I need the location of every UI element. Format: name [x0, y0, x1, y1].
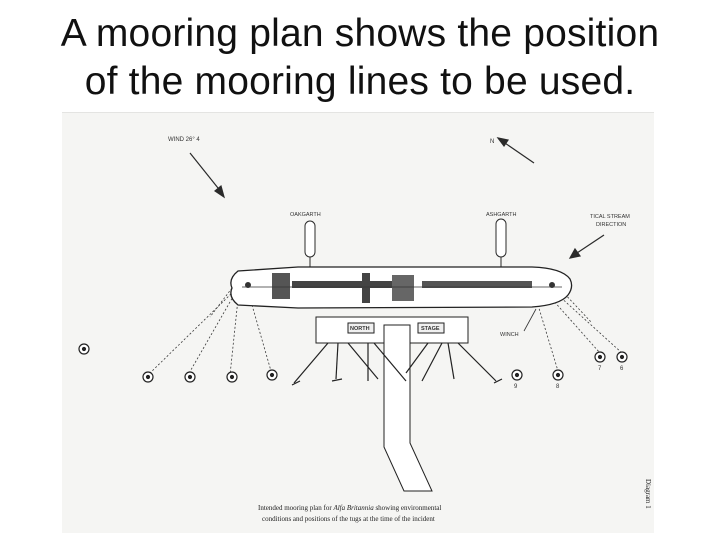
tug-ashgarth [495, 218, 507, 269]
wind-label: WIND 26° 4 [168, 137, 200, 143]
buoy-label-8: 8 [556, 384, 560, 390]
mooring-plan-diagram: WIND 26° 4 N TICAL STREAM DIRECTION OAKG… [62, 112, 654, 533]
buoy-label-7: 7 [598, 366, 602, 372]
title-line-1: A mooring plan shows the position [60, 12, 660, 55]
mooring-buoys [78, 343, 628, 383]
stage-label: STAGE [421, 326, 440, 332]
caption-prefix: Intended mooring plan for [258, 504, 333, 512]
ship-hull [230, 266, 573, 309]
tidal-label-line-1: TICAL STREAM [590, 214, 630, 220]
diagram-side-label: Diagram 1 [644, 479, 652, 509]
slide-title: A mooring plan shows the position of the… [0, 10, 720, 106]
title-line-2: of the mooring lines to be used. [84, 60, 636, 103]
north-arrow-icon [496, 137, 535, 164]
caption-line-2: conditions and positions of the tugs at … [262, 515, 435, 523]
mooring-plan-svg: WIND 26° 4 N TICAL STREAM DIRECTION OAKG… [78, 137, 652, 523]
buoy-label-6: 6 [620, 366, 624, 372]
caption-suffix: showing environmental [374, 504, 442, 512]
tug-oakgarth [304, 220, 316, 269]
tidal-label-line-2: DIRECTION [596, 222, 626, 228]
pile-legs [291, 342, 503, 386]
wind-arrow [189, 152, 226, 199]
stage-north-label: NORTH [350, 326, 370, 332]
jetty-stage [315, 316, 469, 492]
mooring-lines [147, 287, 623, 376]
tidal-stream-arrow [568, 234, 605, 259]
north-label: N [490, 139, 494, 145]
tug-oakgarth-label: OAKGARTH [290, 212, 321, 218]
caption-vessel: Alfa Britannia [332, 504, 374, 512]
winch-label: WINCH [500, 332, 519, 338]
buoy-label-9: 9 [514, 384, 518, 390]
tug-ashgarth-label: ASHGARTH [486, 212, 516, 218]
caption-line-1: Intended mooring plan for Alfa Britannia… [258, 504, 441, 512]
